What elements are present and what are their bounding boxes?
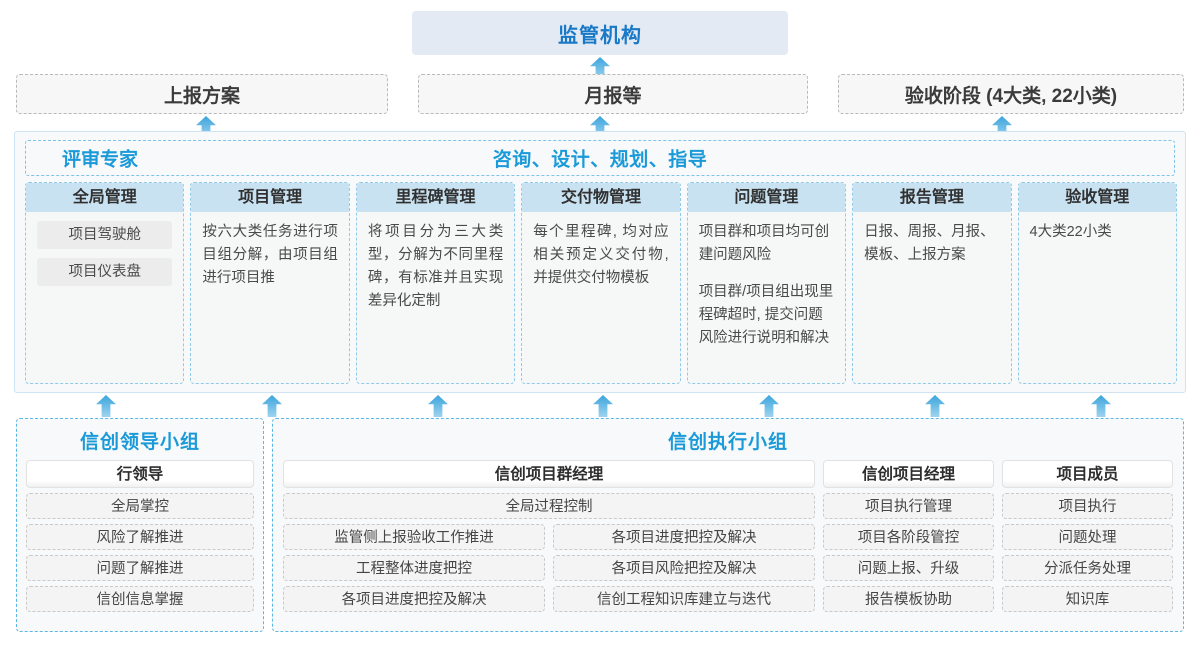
role-header: 信创项目经理 xyxy=(823,460,994,488)
report-row: 上报方案 月报等 验收阶段 (4大类, 22小类) xyxy=(16,74,1184,114)
list-item[interactable]: 全局过程控制 xyxy=(283,493,815,519)
arrow-up-card-4 xyxy=(593,395,613,417)
capability-card-global[interactable]: 全局管理 项目驾驶舱 项目仪表盘 xyxy=(25,182,185,384)
card-description: 按六大类任务进行项目组分解，由项目组进行项目推 xyxy=(202,224,338,286)
list-item[interactable]: 问题处理 xyxy=(1002,524,1173,550)
card-title: 里程碑管理 xyxy=(356,183,515,212)
exec-group-inner: 信创项目群经理 全局过程控制 监管侧上报验收工作推进 工程整体进度把控 各项目进… xyxy=(273,454,1183,612)
capability-panel: 评审专家 咨询、设计、规划、指导 全局管理 项目驾驶舱 项目仪表盘 项目管理 按… xyxy=(14,131,1186,393)
card-title: 验收管理 xyxy=(1018,183,1176,212)
card-description: 4大类22小类 xyxy=(1029,224,1112,240)
leader-group-title: 信创领导小组 xyxy=(79,432,200,453)
card-description: 日报、周报、月报、模板、上报方案 xyxy=(864,224,995,263)
list-item[interactable]: 信创信息掌握 xyxy=(26,586,254,612)
list-item[interactable]: 项目各阶段管控 xyxy=(823,524,994,550)
card-title: 交付物管理 xyxy=(522,183,680,212)
leader-group-inner: 行领导 全局掌控 风险了解推进 问题了解推进 信创信息掌握 xyxy=(17,454,263,612)
capability-card-report[interactable]: 报告管理 日报、周报、月报、模板、上报方案 xyxy=(852,182,1012,384)
list-item[interactable]: 各项目进度把控及解决 xyxy=(283,586,545,612)
card-description: 将项目分为三大类型，分解为不同里程碑，有标准并且实现差异化定制 xyxy=(367,224,504,309)
list-item[interactable]: 各项目进度把控及解决 xyxy=(553,524,815,550)
arrow-up-card-5 xyxy=(759,395,779,417)
pill-item[interactable]: 项目仪表盘 xyxy=(37,258,173,286)
program-manager-right-column: 各项目进度把控及解决 各项目风险把控及解决 信创工程知识库建立与迭代 xyxy=(553,524,815,612)
list-item[interactable]: 项目执行管理 xyxy=(823,493,994,519)
list-item[interactable]: 项目执行 xyxy=(1002,493,1173,519)
capability-card-milestone[interactable]: 里程碑管理 将项目分为三大类型，分解为不同里程碑，有标准并且实现差异化定制 xyxy=(355,182,516,384)
list-item[interactable]: 监管侧上报验收工作推进 xyxy=(283,524,545,550)
report-box-acceptance: 验收阶段 (4大类, 22小类) xyxy=(838,74,1184,114)
card-title: 全局管理 xyxy=(26,183,184,212)
banner-label-advisory: 咨询、设计、规划、指导 xyxy=(492,149,708,171)
card-title: 项目管理 xyxy=(191,183,349,212)
report-box-plan: 上报方案 xyxy=(16,74,388,114)
card-body: 将项目分为三大类型，分解为不同里程碑，有标准并且实现差异化定制 xyxy=(357,212,514,383)
role-header: 信创项目群经理 xyxy=(283,460,815,488)
list-item[interactable]: 问题了解推进 xyxy=(26,555,254,581)
advisory-banner: 评审专家 咨询、设计、规划、指导 xyxy=(25,140,1175,176)
card-description: 每个里程碑, 均对应相关预定义交付物, 并提供交付物模板 xyxy=(533,224,669,286)
role-header: 行领导 xyxy=(26,460,254,488)
card-body: 4大类22小类 xyxy=(1019,212,1176,383)
capability-columns: 全局管理 项目驾驶舱 项目仪表盘 项目管理 按六大类任务进行项目组分解，由项目组… xyxy=(25,182,1177,384)
arrow-up-card-7 xyxy=(1091,395,1111,417)
list-item[interactable]: 信创工程知识库建立与迭代 xyxy=(553,586,815,612)
card-body: 项目驾驶舱 项目仪表盘 xyxy=(26,212,183,383)
card-body: 日报、周报、月报、模板、上报方案 xyxy=(853,212,1010,383)
card-body: 按六大类任务进行项目组分解，由项目组进行项目推 xyxy=(191,212,348,383)
pill-item[interactable]: 项目驾驶舱 xyxy=(37,221,173,249)
arrow-row-bottom xyxy=(0,395,1200,419)
arrow-up-card-1 xyxy=(96,395,116,417)
project-manager-block: 信创项目经理 项目执行管理 项目各阶段管控 问题上报、升级 报告模板协助 xyxy=(823,460,994,612)
list-item[interactable]: 问题上报、升级 xyxy=(823,555,994,581)
capability-card-acceptance[interactable]: 验收管理 4大类22小类 xyxy=(1017,182,1177,384)
exec-group: 信创执行小组 信创项目群经理 全局过程控制 监管侧上报验收工作推进 工程整体进度… xyxy=(272,418,1184,632)
arrow-up-card-3 xyxy=(428,395,448,417)
list-item[interactable]: 工程整体进度把控 xyxy=(283,555,545,581)
regulator-box: 监管机构 xyxy=(412,11,788,55)
capability-card-issue[interactable]: 问题管理 项目群和项目均可创建问题风险 项目群/项目组出现里程碑超时, 提交问题… xyxy=(686,182,847,384)
project-members-block: 项目成员 项目执行 问题处理 分派任务处理 知识库 xyxy=(1002,460,1173,612)
list-item[interactable]: 全局掌控 xyxy=(26,493,254,519)
card-title: 报告管理 xyxy=(853,183,1011,212)
list-item[interactable]: 知识库 xyxy=(1002,586,1173,612)
leader-group: 信创领导小组 行领导 全局掌控 风险了解推进 问题了解推进 信创信息掌握 xyxy=(16,418,264,632)
capability-card-project[interactable]: 项目管理 按六大类任务进行项目组分解，由项目组进行项目推 xyxy=(190,182,350,384)
card-title: 问题管理 xyxy=(687,183,846,212)
card-body: 项目群和项目均可创建问题风险 项目群/项目组出现里程碑超时, 提交问题风险进行说… xyxy=(688,212,845,383)
program-manager-columns: 监管侧上报验收工作推进 工程整体进度把控 各项目进度把控及解决 各项目进度把控及… xyxy=(283,524,815,612)
list-item[interactable]: 分派任务处理 xyxy=(1002,555,1173,581)
list-item[interactable]: 报告模板协助 xyxy=(823,586,994,612)
list-item[interactable]: 风险了解推进 xyxy=(26,524,254,550)
arrow-up-card-6 xyxy=(925,395,945,417)
exec-group-title: 信创执行小组 xyxy=(667,432,788,453)
capability-card-deliverable[interactable]: 交付物管理 每个里程碑, 均对应相关预定义交付物, 并提供交付物模板 xyxy=(521,182,681,384)
report-box-monthly: 月报等 xyxy=(418,74,808,114)
program-manager-left-column: 监管侧上报验收工作推进 工程整体进度把控 各项目进度把控及解决 xyxy=(283,524,545,612)
card-description: 项目群/项目组出现里程碑超时, 提交问题风险进行说明和解决 xyxy=(698,284,834,346)
card-body: 每个里程碑, 均对应相关预定义交付物, 并提供交付物模板 xyxy=(522,212,679,383)
arrow-up-card-2 xyxy=(262,395,282,417)
list-item[interactable]: 各项目风险把控及解决 xyxy=(553,555,815,581)
role-header: 项目成员 xyxy=(1002,460,1173,488)
program-manager-block: 信创项目群经理 全局过程控制 监管侧上报验收工作推进 工程整体进度把控 各项目进… xyxy=(283,460,815,612)
card-description: 项目群和项目均可创建问题风险 xyxy=(698,224,830,263)
leader-role-block: 行领导 全局掌控 风险了解推进 问题了解推进 信创信息掌握 xyxy=(26,460,254,612)
banner-label-reviewers: 评审专家 xyxy=(62,149,139,171)
